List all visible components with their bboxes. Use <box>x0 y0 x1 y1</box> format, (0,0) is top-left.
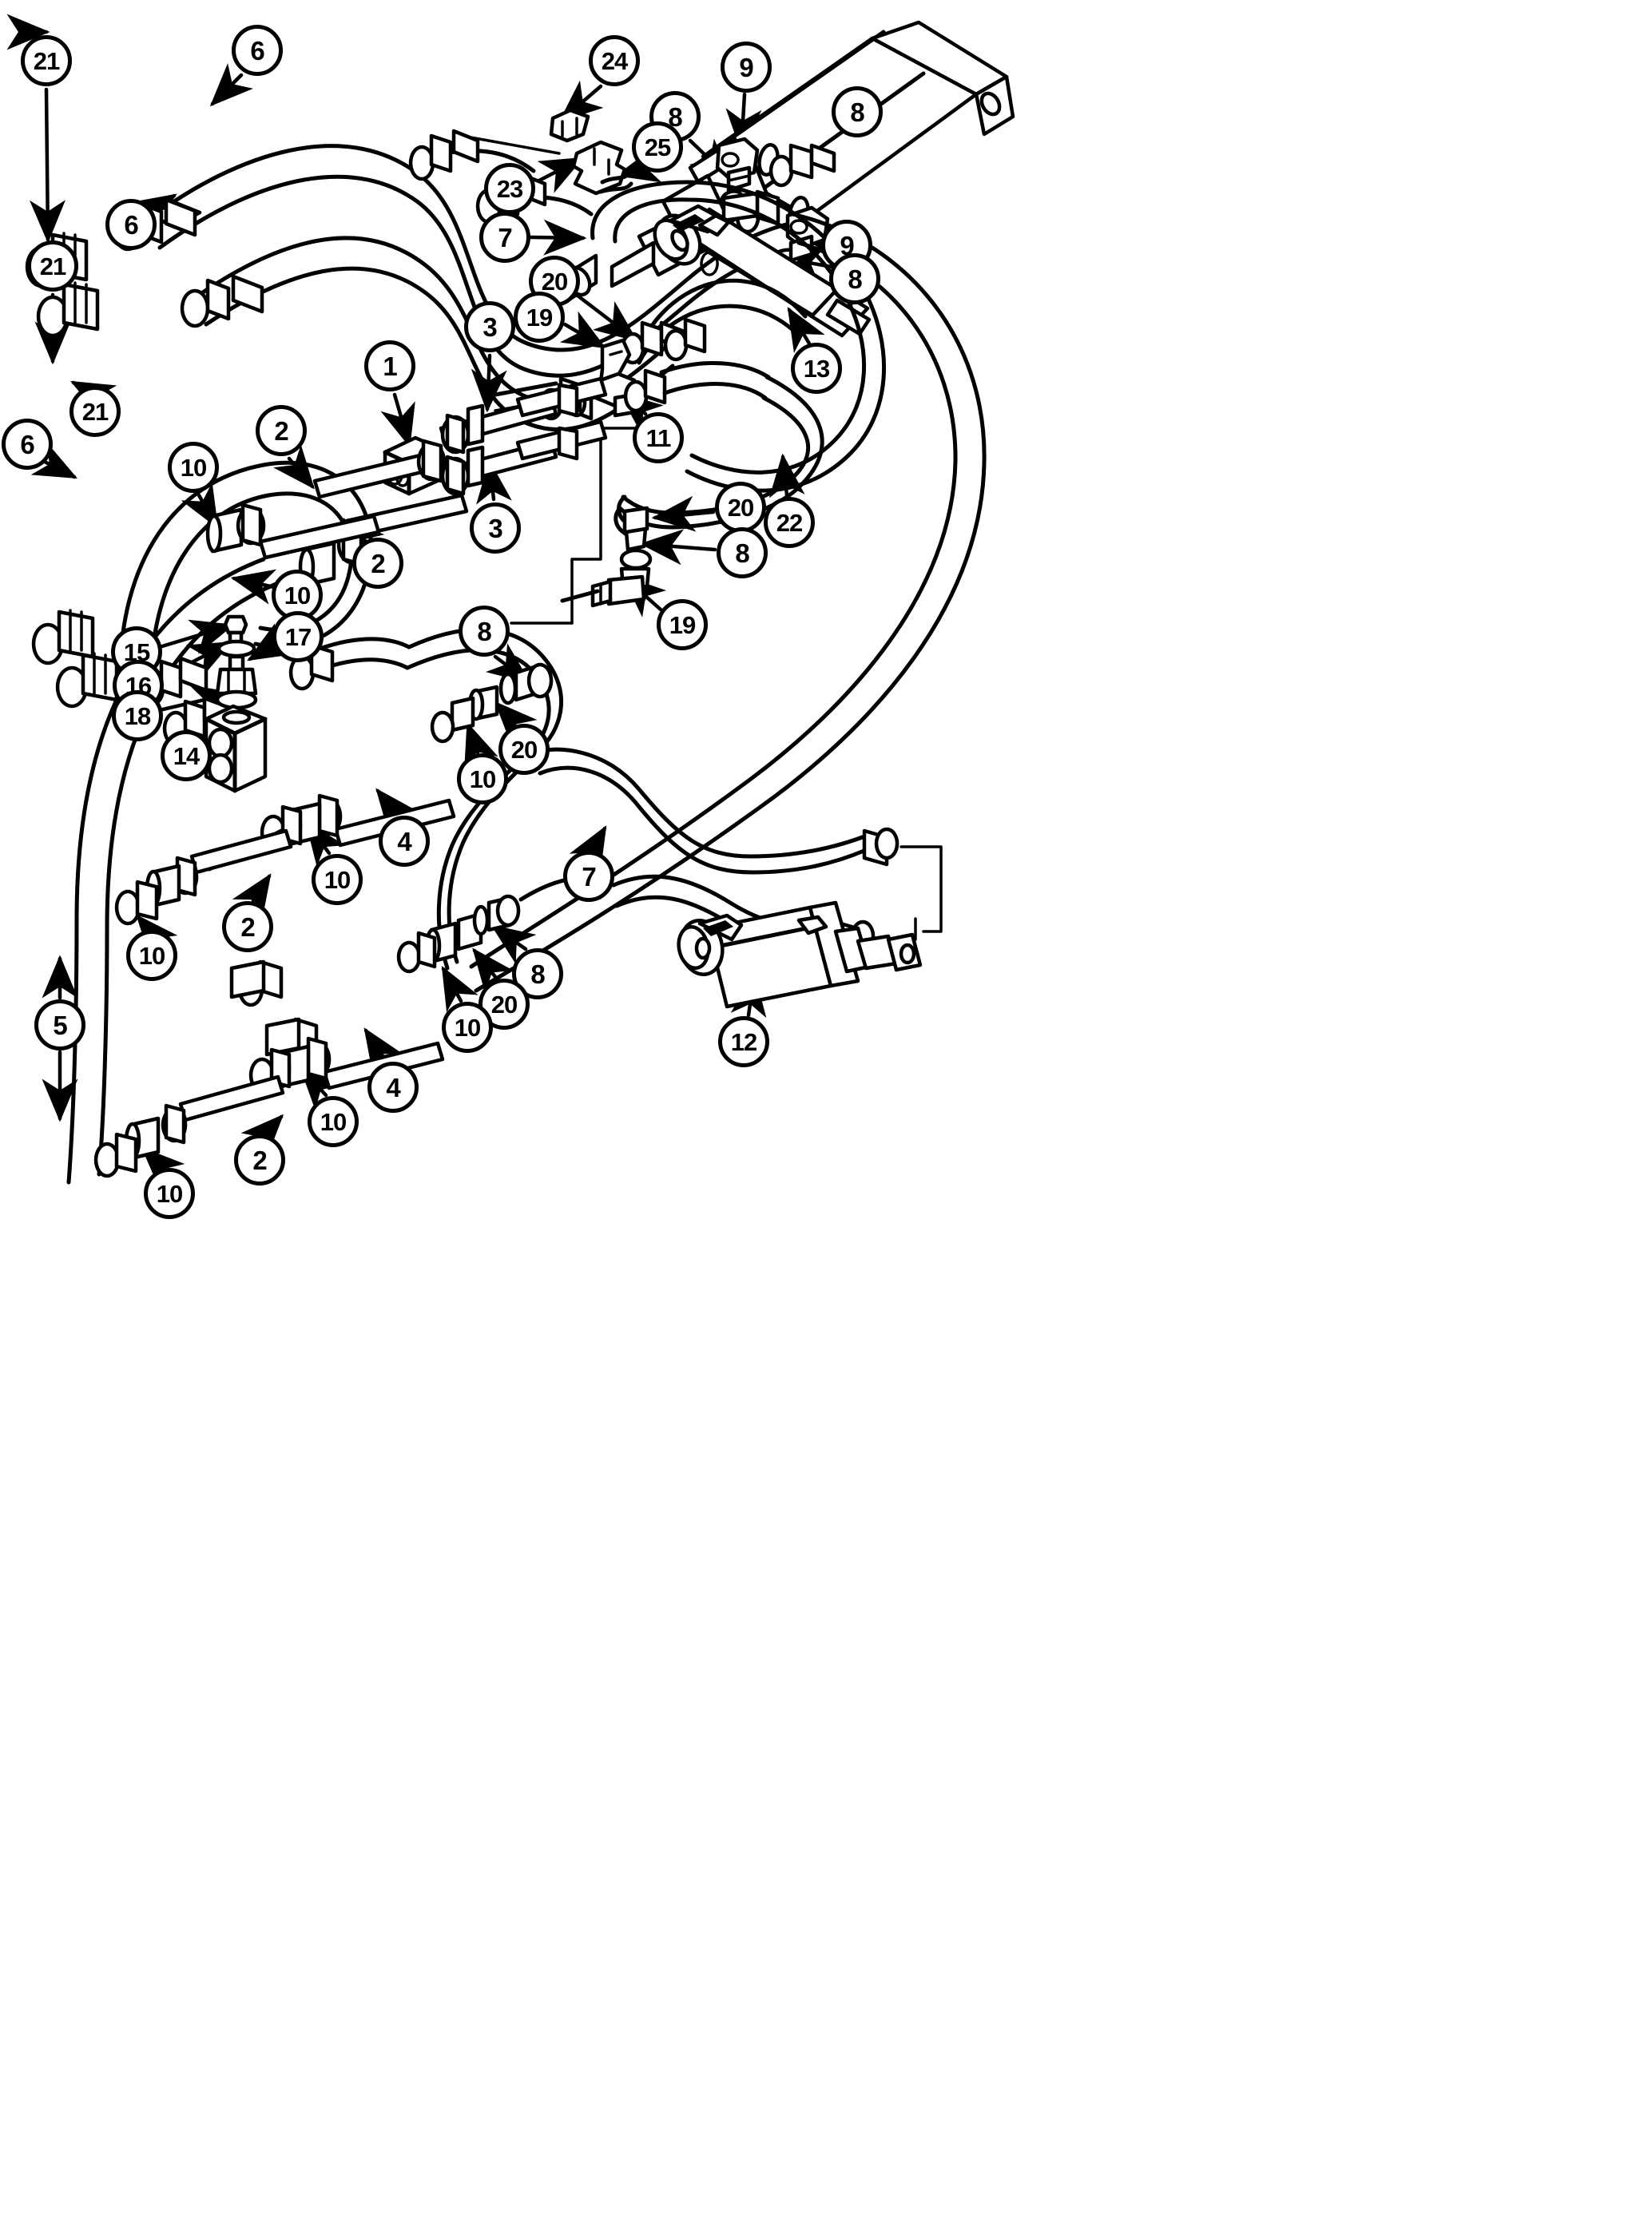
callout-23[interactable]: 23 <box>484 163 535 214</box>
hose-coupling <box>623 361 771 413</box>
callout-2[interactable]: 2 <box>256 405 307 456</box>
callout-17[interactable]: 17 <box>272 611 324 662</box>
sleeve-10-and-tube-2 <box>205 439 469 587</box>
reference-lines <box>510 427 641 625</box>
callout-12[interactable]: 12 <box>718 1016 769 1067</box>
callout-10[interactable]: 10 <box>442 1002 493 1053</box>
o-ring-8 <box>498 672 518 705</box>
hose-coupling <box>768 143 836 188</box>
callout-10[interactable]: 10 <box>272 570 323 621</box>
callout-19[interactable]: 19 <box>514 292 565 343</box>
callout-3[interactable]: 3 <box>464 301 515 352</box>
callout-4[interactable]: 4 <box>379 816 430 867</box>
callout-13[interactable]: 13 <box>791 343 842 394</box>
callout-18[interactable]: 18 <box>112 690 163 741</box>
tube-line-3-lower <box>439 439 558 496</box>
callout-8[interactable]: 8 <box>829 253 880 304</box>
connector-plug <box>36 281 100 338</box>
hose-coupling <box>862 827 899 867</box>
callout-19[interactable]: 19 <box>657 599 708 650</box>
fitting-stack-20-8-19 <box>560 506 653 608</box>
callout-21[interactable]: 21 <box>69 386 121 437</box>
callout-2[interactable]: 2 <box>234 1134 285 1186</box>
callout-10[interactable]: 10 <box>308 1096 359 1147</box>
callout-8[interactable]: 8 <box>717 527 768 578</box>
callout-7[interactable]: 7 <box>479 212 530 263</box>
hydraulic-cylinder-12 <box>677 900 923 1009</box>
callout-2[interactable]: 2 <box>222 901 273 952</box>
callout-20[interactable]: 20 <box>498 724 550 775</box>
retaining-clip-25 <box>598 165 648 194</box>
callout-1[interactable]: 1 <box>364 340 415 391</box>
fitting-stack-lower-1 <box>396 876 616 974</box>
clip-24 <box>549 108 590 143</box>
valve-block-assembly <box>204 614 268 793</box>
callout-5[interactable]: 5 <box>34 999 85 1050</box>
callout-11[interactable]: 11 <box>633 412 684 463</box>
callout-7[interactable]: 7 <box>563 851 614 902</box>
callout-10[interactable]: 10 <box>126 930 177 981</box>
hose-coupling <box>180 274 264 328</box>
valve-block-14 <box>204 704 268 793</box>
callout-6[interactable]: 6 <box>232 25 283 76</box>
tube-line-3-mid <box>515 376 608 461</box>
callout-4[interactable]: 4 <box>367 1062 419 1113</box>
callout-8[interactable]: 8 <box>459 606 510 657</box>
hose-coupling <box>408 129 480 181</box>
callout-6[interactable]: 6 <box>2 419 53 470</box>
callout-10[interactable]: 10 <box>144 1168 195 1219</box>
callout-10[interactable]: 10 <box>457 753 508 804</box>
tube-chain-lower <box>93 1036 445 1178</box>
callout-9[interactable]: 9 <box>721 42 772 93</box>
callout-24[interactable]: 24 <box>589 35 640 86</box>
callout-22[interactable]: 22 <box>764 497 815 548</box>
hose-coupling <box>663 317 707 362</box>
valve-cartridge-17 <box>215 654 258 696</box>
callout-20[interactable]: 20 <box>715 482 766 533</box>
callout-10[interactable]: 10 <box>312 854 363 905</box>
callout-21[interactable]: 21 <box>21 35 72 86</box>
callout-14[interactable]: 14 <box>161 730 212 781</box>
callout-6[interactable]: 6 <box>105 199 157 250</box>
hose-coupling <box>288 643 335 691</box>
callout-2[interactable]: 2 <box>352 538 403 589</box>
callout-3[interactable]: 3 <box>470 502 521 554</box>
hose-assembly-20-loop <box>620 278 808 365</box>
tube-chain-upper <box>114 793 456 926</box>
callout-10[interactable]: 10 <box>168 442 219 493</box>
hose-coupling <box>514 662 554 702</box>
callout-25[interactable]: 25 <box>632 121 683 173</box>
callout-21[interactable]: 21 <box>27 240 78 292</box>
hose-coupling <box>229 959 284 1007</box>
callout-8[interactable]: 8 <box>832 86 883 137</box>
